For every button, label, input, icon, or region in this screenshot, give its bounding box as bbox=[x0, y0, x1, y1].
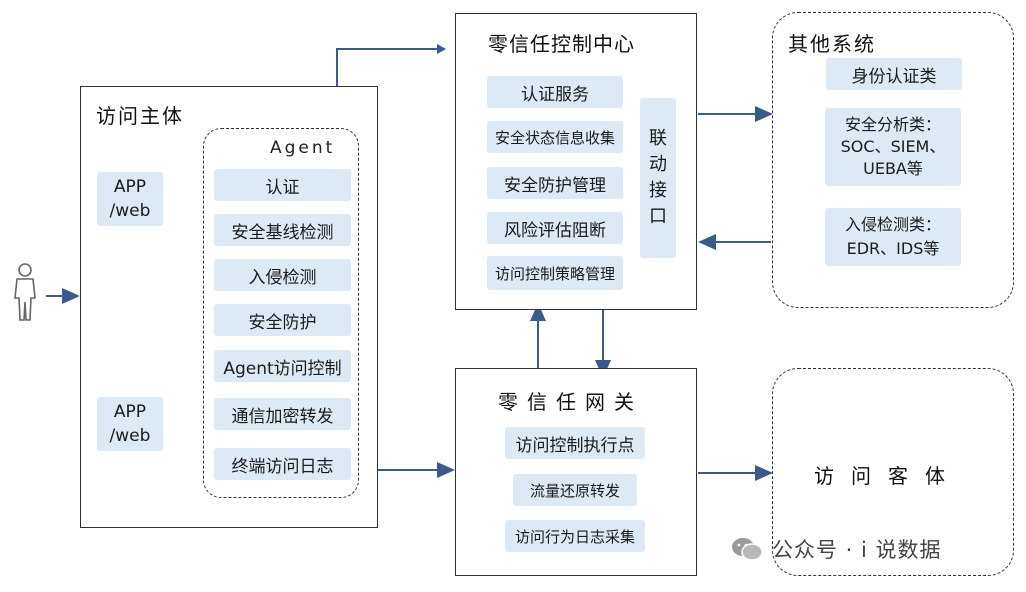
other-item-intrusion-detection: 入侵检测类： EDR、IDS等 bbox=[825, 208, 961, 266]
watermark: 公众号 · i 说数据 bbox=[730, 534, 942, 564]
center-item-status-collect: 安全状态信息收集 bbox=[487, 121, 623, 153]
app-web-top: APP /web bbox=[97, 172, 163, 226]
gateway-item-traffic-forward: 流量还原转发 bbox=[513, 474, 637, 506]
user-person-icon bbox=[14, 263, 36, 321]
agent-item-intrusion: 入侵检测 bbox=[214, 259, 351, 291]
gateway-item-log-collect: 访问行为日志采集 bbox=[505, 520, 645, 552]
watermark-text: 公众号 · i 说数据 bbox=[772, 538, 942, 562]
agent-item-encryption: 通信加密转发 bbox=[214, 398, 351, 430]
agent-to-center-arrow-head bbox=[337, 49, 446, 60]
access-object-title: 访问客体 bbox=[814, 464, 962, 488]
wechat-icon bbox=[732, 538, 763, 561]
control-center-title: 零信任控制中心 bbox=[488, 32, 635, 56]
agent-item-log: 终端访问日志 bbox=[214, 448, 351, 480]
agent-title: Agent bbox=[270, 138, 336, 158]
center-item-protection-mgmt: 安全防护管理 bbox=[487, 167, 623, 199]
agent-item-baseline: 安全基线检测 bbox=[214, 214, 351, 246]
agent-item-access-control: Agent访问控制 bbox=[214, 350, 351, 382]
gateway-title: 零信任网关 bbox=[498, 390, 643, 414]
center-item-auth-service: 认证服务 bbox=[487, 76, 623, 108]
center-item-risk-block: 风险评估阻断 bbox=[487, 212, 623, 244]
other-item-identity: 身份认证类 bbox=[826, 58, 962, 90]
agent-item-protection: 安全防护 bbox=[214, 304, 351, 336]
access-subject-title: 访问主体 bbox=[96, 104, 184, 128]
linkage-interface: 联 动 接 口 bbox=[640, 98, 676, 258]
center-item-policy-mgmt: 访问控制策略管理 bbox=[487, 256, 623, 290]
other-item-security-analysis: 安全分析类： SOC、SIEM、 UEBA等 bbox=[825, 108, 961, 186]
access-object-box bbox=[772, 368, 1014, 576]
app-web-bottom: APP /web bbox=[97, 397, 163, 451]
gateway-item-enforcement: 访问控制执行点 bbox=[505, 427, 645, 459]
agent-item-auth: 认证 bbox=[214, 169, 351, 201]
other-systems-title: 其他系统 bbox=[788, 32, 876, 56]
